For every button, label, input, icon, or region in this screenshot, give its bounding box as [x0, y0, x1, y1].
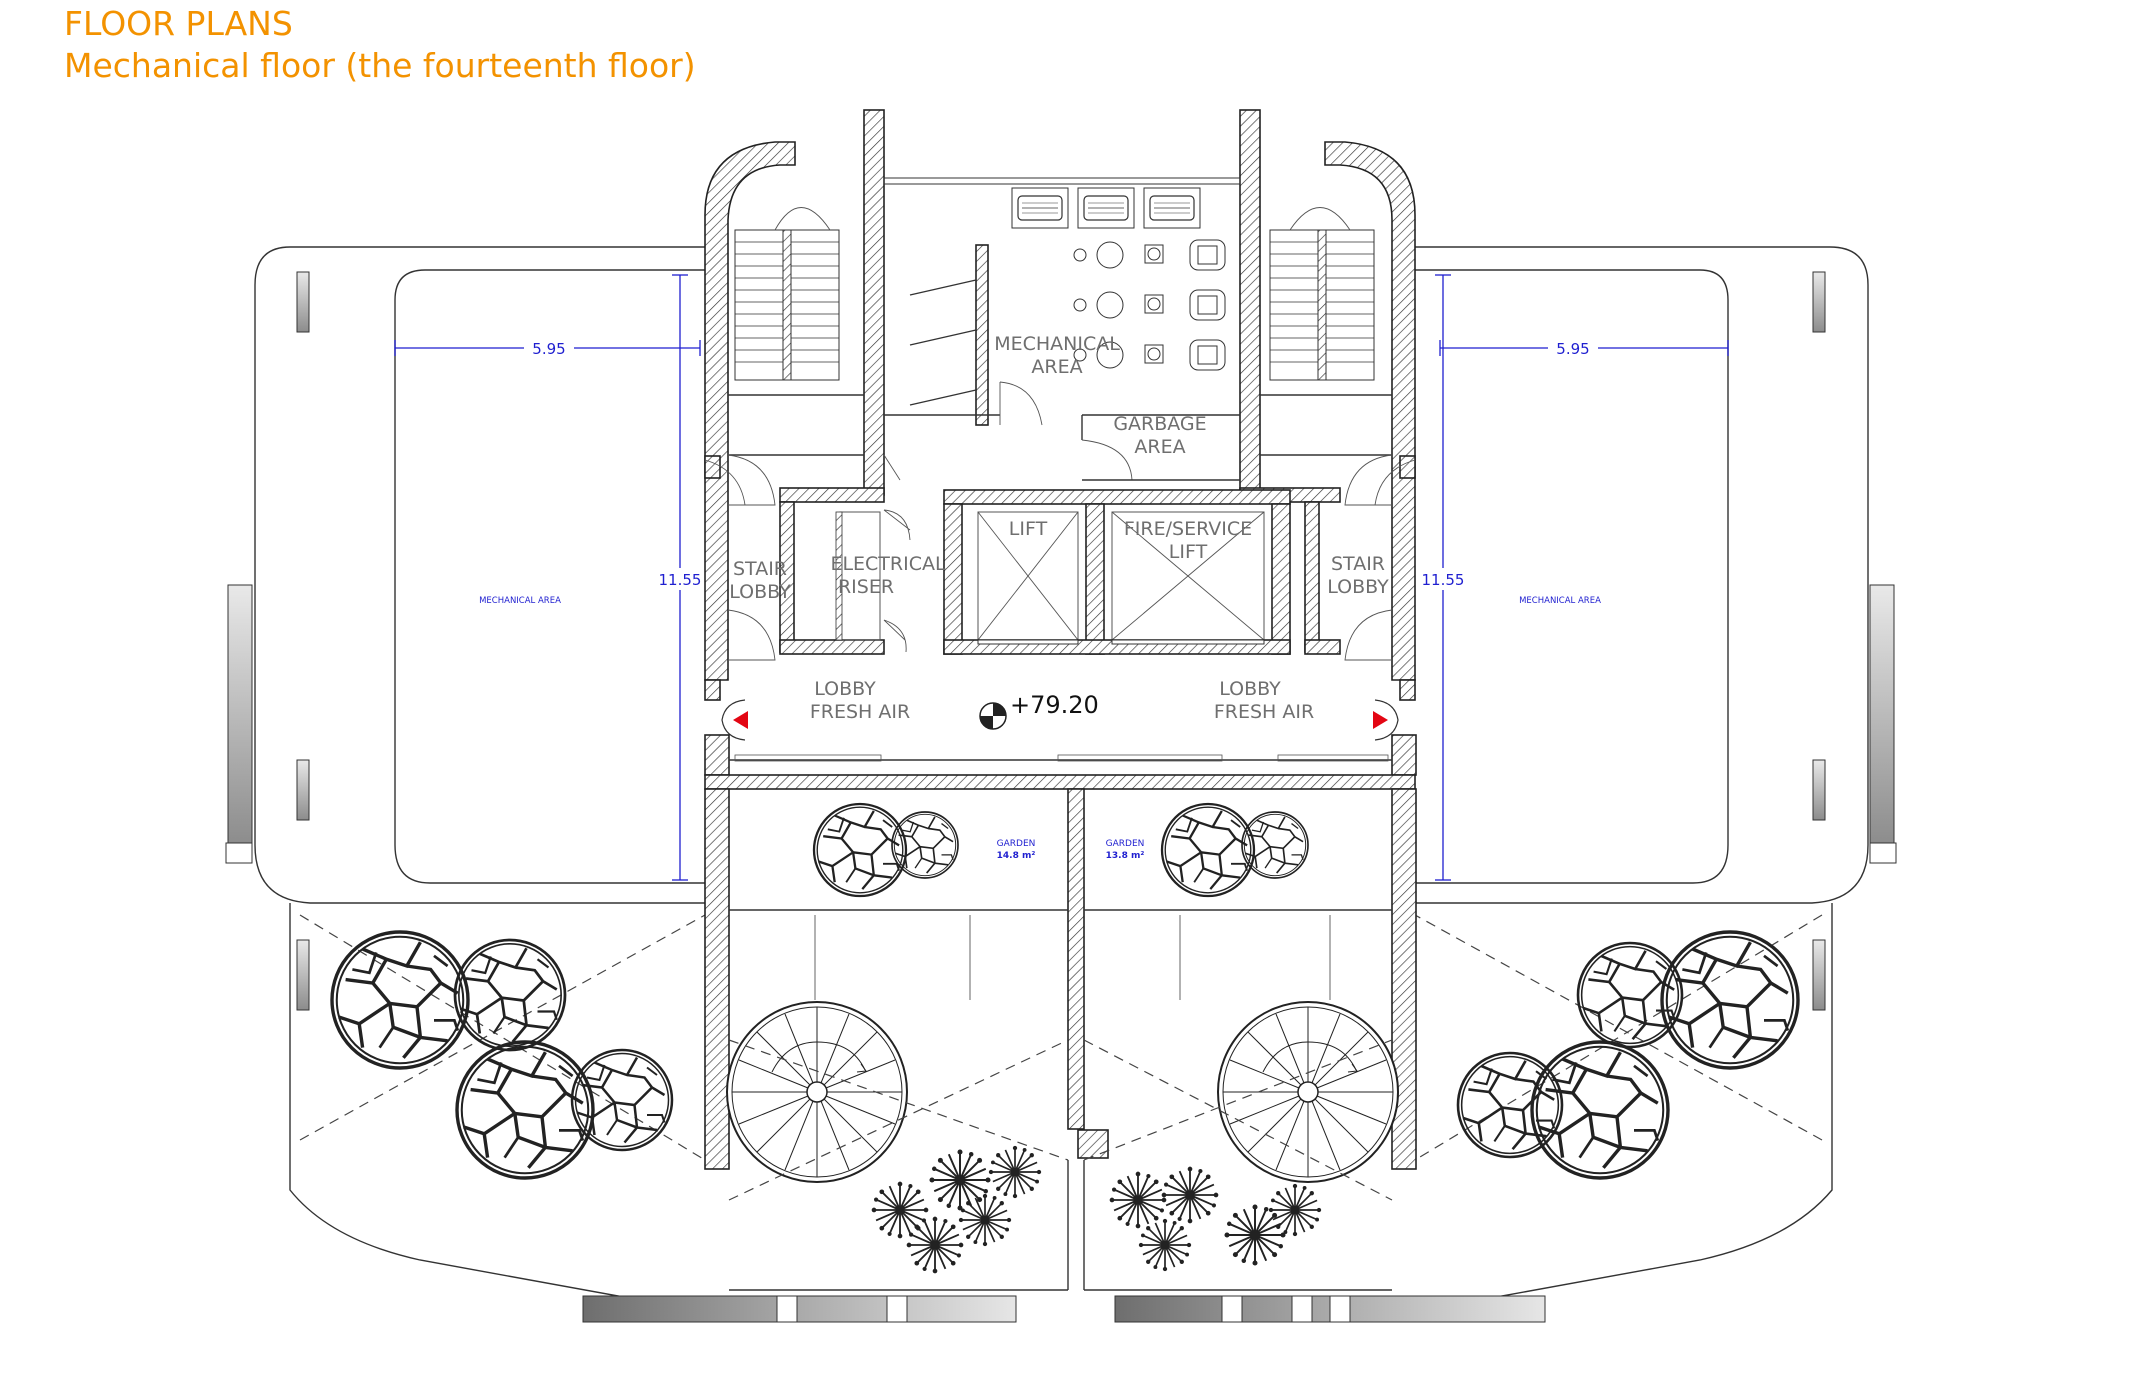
fire-service-lift-label-line1: FIRE/SERVICE — [1124, 518, 1252, 540]
shrub-icon — [1110, 1172, 1167, 1229]
door-swing-icon — [1374, 459, 1416, 506]
shrub-icon — [1162, 1167, 1219, 1224]
spiral-stair-icon — [726, 1001, 908, 1183]
tree-icon — [1160, 802, 1256, 898]
garden-left-label: GARDEN — [997, 839, 1036, 849]
equipment-unit — [1077, 187, 1135, 229]
door-swing-icon — [704, 459, 746, 506]
garden-right-label: GARDEN — [1106, 839, 1145, 849]
right-wing: 5.95 11.55 MECHANICAL AREA — [1414, 246, 1897, 1301]
shrub-icon — [1224, 1204, 1285, 1265]
dimension-right-width: 5.95 — [1556, 340, 1589, 358]
dimension-right-height: 11.55 — [1422, 571, 1465, 589]
tree-icon — [1530, 1040, 1670, 1180]
lobby-fresh-air-left-line1: LOBBY — [814, 678, 876, 700]
garden-left-area: 14.8 m² — [997, 851, 1036, 861]
spiral-stair-icon — [1217, 1001, 1399, 1183]
lobby-fresh-air-right-line1: LOBBY — [1219, 678, 1281, 700]
page-title: FLOOR PLANS — [64, 4, 293, 43]
garbage-area-label-line1: GARBAGE — [1113, 413, 1206, 435]
tree-icon — [1241, 811, 1309, 879]
fire-service-lift-label-line2: LIFT — [1169, 541, 1208, 563]
left-wing: 5.95 11.55 MECHANICAL AREA — [225, 246, 706, 1301]
stair-lobby-right-label-line2: LOBBY — [1327, 576, 1389, 598]
level-marker-icon — [979, 702, 1007, 730]
shrub-icon — [989, 1146, 1041, 1198]
stair-flight-left — [734, 229, 840, 381]
tree-icon — [453, 938, 567, 1052]
facade-panels — [582, 1295, 1546, 1323]
section-marker-icon — [1373, 699, 1399, 741]
shrub-cluster-left — [872, 1146, 1042, 1274]
equipment-unit — [1011, 187, 1069, 229]
shrub-icon — [1269, 1184, 1321, 1236]
garbage-area-label-line2: AREA — [1134, 436, 1185, 458]
lift-label: LIFT — [1009, 518, 1048, 540]
lobby-fresh-air-left-line2: FRESH AIR — [810, 701, 910, 723]
stair-lobby-left-label-line1: STAIR — [733, 558, 787, 580]
electrical-riser-label-line2: RISER — [838, 576, 894, 598]
lobby-fresh-air-right-line2: FRESH AIR — [1214, 701, 1314, 723]
equipment-unit — [1143, 187, 1201, 229]
mechanical-area-left-label: MECHANICAL AREA — [479, 596, 561, 606]
shrub-icon — [907, 1217, 964, 1274]
page-subtitle: Mechanical floor (the fourteenth floor) — [64, 46, 696, 85]
electrical-riser-label-line1: ELECTRICAL — [830, 553, 946, 575]
shrub-icon — [1139, 1219, 1191, 1271]
stair-flight-right — [1269, 229, 1375, 381]
shrub-cluster-right — [1110, 1167, 1322, 1272]
mechanical-area-label-line1: MECHANICAL — [994, 333, 1120, 355]
door-swing-icon — [883, 454, 901, 481]
tree-icon — [330, 930, 470, 1070]
dimension-left-width: 5.95 — [532, 340, 565, 358]
mechanical-area-right-label: MECHANICAL AREA — [1519, 596, 1601, 606]
section-marker-icon — [721, 699, 748, 741]
stair-lobby-left-label-line2: LOBBY — [729, 581, 791, 603]
garden-right-area: 13.8 m² — [1106, 851, 1145, 861]
dimension-left-height: 11.55 — [659, 571, 702, 589]
core: MECHANICAL AREA GARBAGE AREA LIFT FIRE/S… — [704, 109, 1417, 1291]
mechanical-area-label-line2: AREA — [1031, 356, 1082, 378]
shrub-icon — [959, 1194, 1011, 1246]
stair-lobby-right-label-line1: STAIR — [1331, 553, 1385, 575]
shrub-icon — [929, 1149, 990, 1210]
level-elevation-label: +79.20 — [1010, 691, 1099, 719]
